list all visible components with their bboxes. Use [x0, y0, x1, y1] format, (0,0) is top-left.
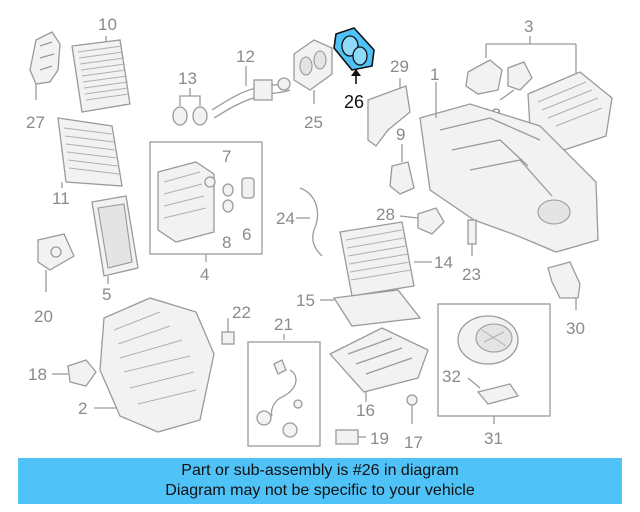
banner-line-disclaimer: Diagram may not be specific to your vehi… — [165, 482, 475, 499]
part-22-screw — [221, 318, 235, 345]
callout-19: 19 — [370, 429, 389, 448]
callout-22: 22 — [232, 303, 251, 322]
part-1-housing — [419, 82, 599, 253]
callout-20: 20 — [34, 307, 53, 326]
part-21-kit-box — [247, 334, 321, 447]
callout-17: 17 — [404, 433, 423, 452]
part-11-heater-core — [57, 117, 123, 188]
callout-12: 12 — [236, 47, 255, 66]
part-15-frame — [320, 289, 422, 327]
part-24-hose — [296, 187, 323, 257]
callout-25: 25 — [304, 113, 323, 132]
callout-8: 8 — [222, 233, 231, 252]
callout-26: 26 — [344, 92, 364, 112]
callout-4: 4 — [200, 265, 209, 284]
callout-1: 1 — [430, 65, 439, 84]
parts-diagram: 27 10 11 5 20 13 12 — [26, 15, 613, 452]
part-19-connector — [335, 429, 366, 445]
callout-21: 21 — [274, 315, 293, 334]
callout-14: 14 — [434, 253, 453, 272]
callout-11: 11 — [52, 189, 70, 208]
part-10-evaporator — [71, 36, 131, 113]
callout-29: 29 — [390, 57, 409, 76]
part-29-bracket — [367, 78, 411, 147]
part-14-cabin-filter — [339, 221, 432, 297]
callout-31: 31 — [484, 429, 503, 448]
callout-15: 15 — [296, 291, 315, 310]
callout-3: 3 — [524, 17, 533, 36]
part-5-filter — [91, 195, 139, 284]
part-30-bracket — [547, 261, 581, 310]
part-25-gasket — [293, 39, 333, 104]
part-18-actuator — [52, 359, 97, 387]
part-17-screw — [406, 394, 418, 424]
callout-23: 23 — [462, 265, 481, 284]
part-3-group — [465, 36, 577, 101]
callout-16: 16 — [356, 401, 375, 420]
callout-13: 13 — [178, 69, 197, 88]
part-4-kit-box — [149, 141, 263, 262]
callout-2: 2 — [78, 399, 87, 418]
part-9-resistor — [389, 144, 415, 195]
part-16-tray — [328, 327, 429, 402]
part-27-bracket — [29, 31, 61, 100]
banner-line-part: Part or sub-assembly is #26 in diagram — [181, 462, 459, 479]
callout-28: 28 — [376, 205, 395, 224]
part-23-bolt — [467, 219, 477, 256]
callout-32: 32 — [442, 367, 461, 386]
callout-6: 6 — [242, 225, 251, 244]
part-13-seals — [172, 88, 208, 126]
callout-10: 10 — [98, 15, 117, 34]
part-12-pipe — [211, 66, 291, 119]
part-20-actuator — [37, 233, 75, 292]
info-banner: Part or sub-assembly is #26 in diagram D… — [18, 458, 622, 504]
callout-18b: 18 — [28, 365, 47, 384]
callout-7: 7 — [222, 147, 231, 166]
callout-30: 30 — [566, 319, 585, 338]
callout-27: 27 — [26, 113, 45, 132]
callout-9: 9 — [396, 125, 405, 144]
callout-24: 24 — [276, 209, 295, 228]
part-2-lower-housing — [94, 297, 215, 433]
part-31-blower-box — [437, 303, 551, 424]
part-28-sensor — [399, 207, 445, 235]
callout-5: 5 — [102, 285, 111, 304]
part-26-seal-highlighted — [333, 27, 375, 84]
